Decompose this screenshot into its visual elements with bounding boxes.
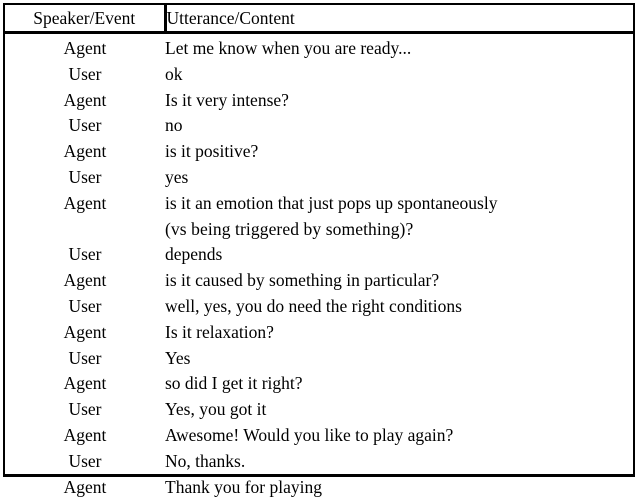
speaker-cell: Agent [5, 320, 165, 346]
utterance-line: Yes, you got it [165, 397, 633, 423]
utterance-cell: is it caused by something in particular? [165, 268, 633, 294]
utterance-line: Let me know when you are ready... [165, 36, 633, 62]
utterance-line: Is it relaxation? [165, 320, 633, 346]
table-header-row: Speaker/Event Utterance/Content [5, 5, 633, 33]
utterance-line: no [165, 113, 633, 139]
utterance-line: Thank you for playing [165, 475, 633, 500]
utterance-cell: ok [165, 62, 633, 88]
utterance-line: depends [165, 242, 633, 268]
utterance-line: Awesome! Would you like to play again? [165, 423, 633, 449]
speaker-cell: User [5, 449, 165, 475]
utterance-cell: No, thanks. [165, 449, 633, 475]
table-header: Speaker/Event Utterance/Content [5, 5, 633, 33]
utterance-cell: no [165, 113, 633, 139]
utterance-cell: Let me know when you are ready... [165, 33, 633, 62]
utterance-line: so did I get it right? [165, 371, 633, 397]
utterance-cell: Thank you for playing [165, 475, 633, 500]
utterance-line: yes [165, 165, 633, 191]
speaker-cell: Agent [5, 33, 165, 62]
speaker-cell: Agent [5, 423, 165, 449]
speaker-cell: User [5, 294, 165, 320]
utterance-cell: Awesome! Would you like to play again? [165, 423, 633, 449]
utterance-line: (vs being triggered by something)? [165, 217, 633, 243]
utterance-line: Is it very intense? [165, 88, 633, 114]
speaker-cell: User [5, 62, 165, 88]
utterance-line: is it caused by something in particular? [165, 268, 633, 294]
utterance-cell: is it an emotion that just pops up spont… [165, 191, 633, 243]
speaker-cell: User [5, 113, 165, 139]
utterance-cell: Is it very intense? [165, 88, 633, 114]
utterance-cell: Is it relaxation? [165, 320, 633, 346]
utterance-line: ok [165, 62, 633, 88]
utterance-cell: well, yes, you do need the right conditi… [165, 294, 633, 320]
utterance-cell: Yes, you got it [165, 397, 633, 423]
speaker-cell: Agent [5, 268, 165, 294]
speaker-cell: Agent [5, 475, 165, 500]
speaker-cell: Agent [5, 191, 165, 243]
speaker-cell: User [5, 397, 165, 423]
utterance-cell: depends [165, 242, 633, 268]
speaker-cell: Agent [5, 88, 165, 114]
column-header-utterance-content: Utterance/Content [165, 5, 633, 33]
utterance-line: is it positive? [165, 139, 633, 165]
speaker-cell: User [5, 346, 165, 372]
utterance-line: No, thanks. [165, 449, 633, 475]
utterance-line: well, yes, you do need the right conditi… [165, 294, 633, 320]
utterance-line: is it an emotion that just pops up spont… [165, 191, 633, 217]
column-header-speaker-event: Speaker/Event [5, 5, 165, 33]
speaker-cell: User [5, 242, 165, 268]
utterance-line: Yes [165, 346, 633, 372]
speaker-cell: Agent [5, 139, 165, 165]
utterance-cell: is it positive? [165, 139, 633, 165]
speaker-cell: User [5, 165, 165, 191]
utterance-cell: so did I get it right? [165, 371, 633, 397]
utterance-cell: yes [165, 165, 633, 191]
utterance-cell: Yes [165, 346, 633, 372]
speaker-cell: Agent [5, 371, 165, 397]
